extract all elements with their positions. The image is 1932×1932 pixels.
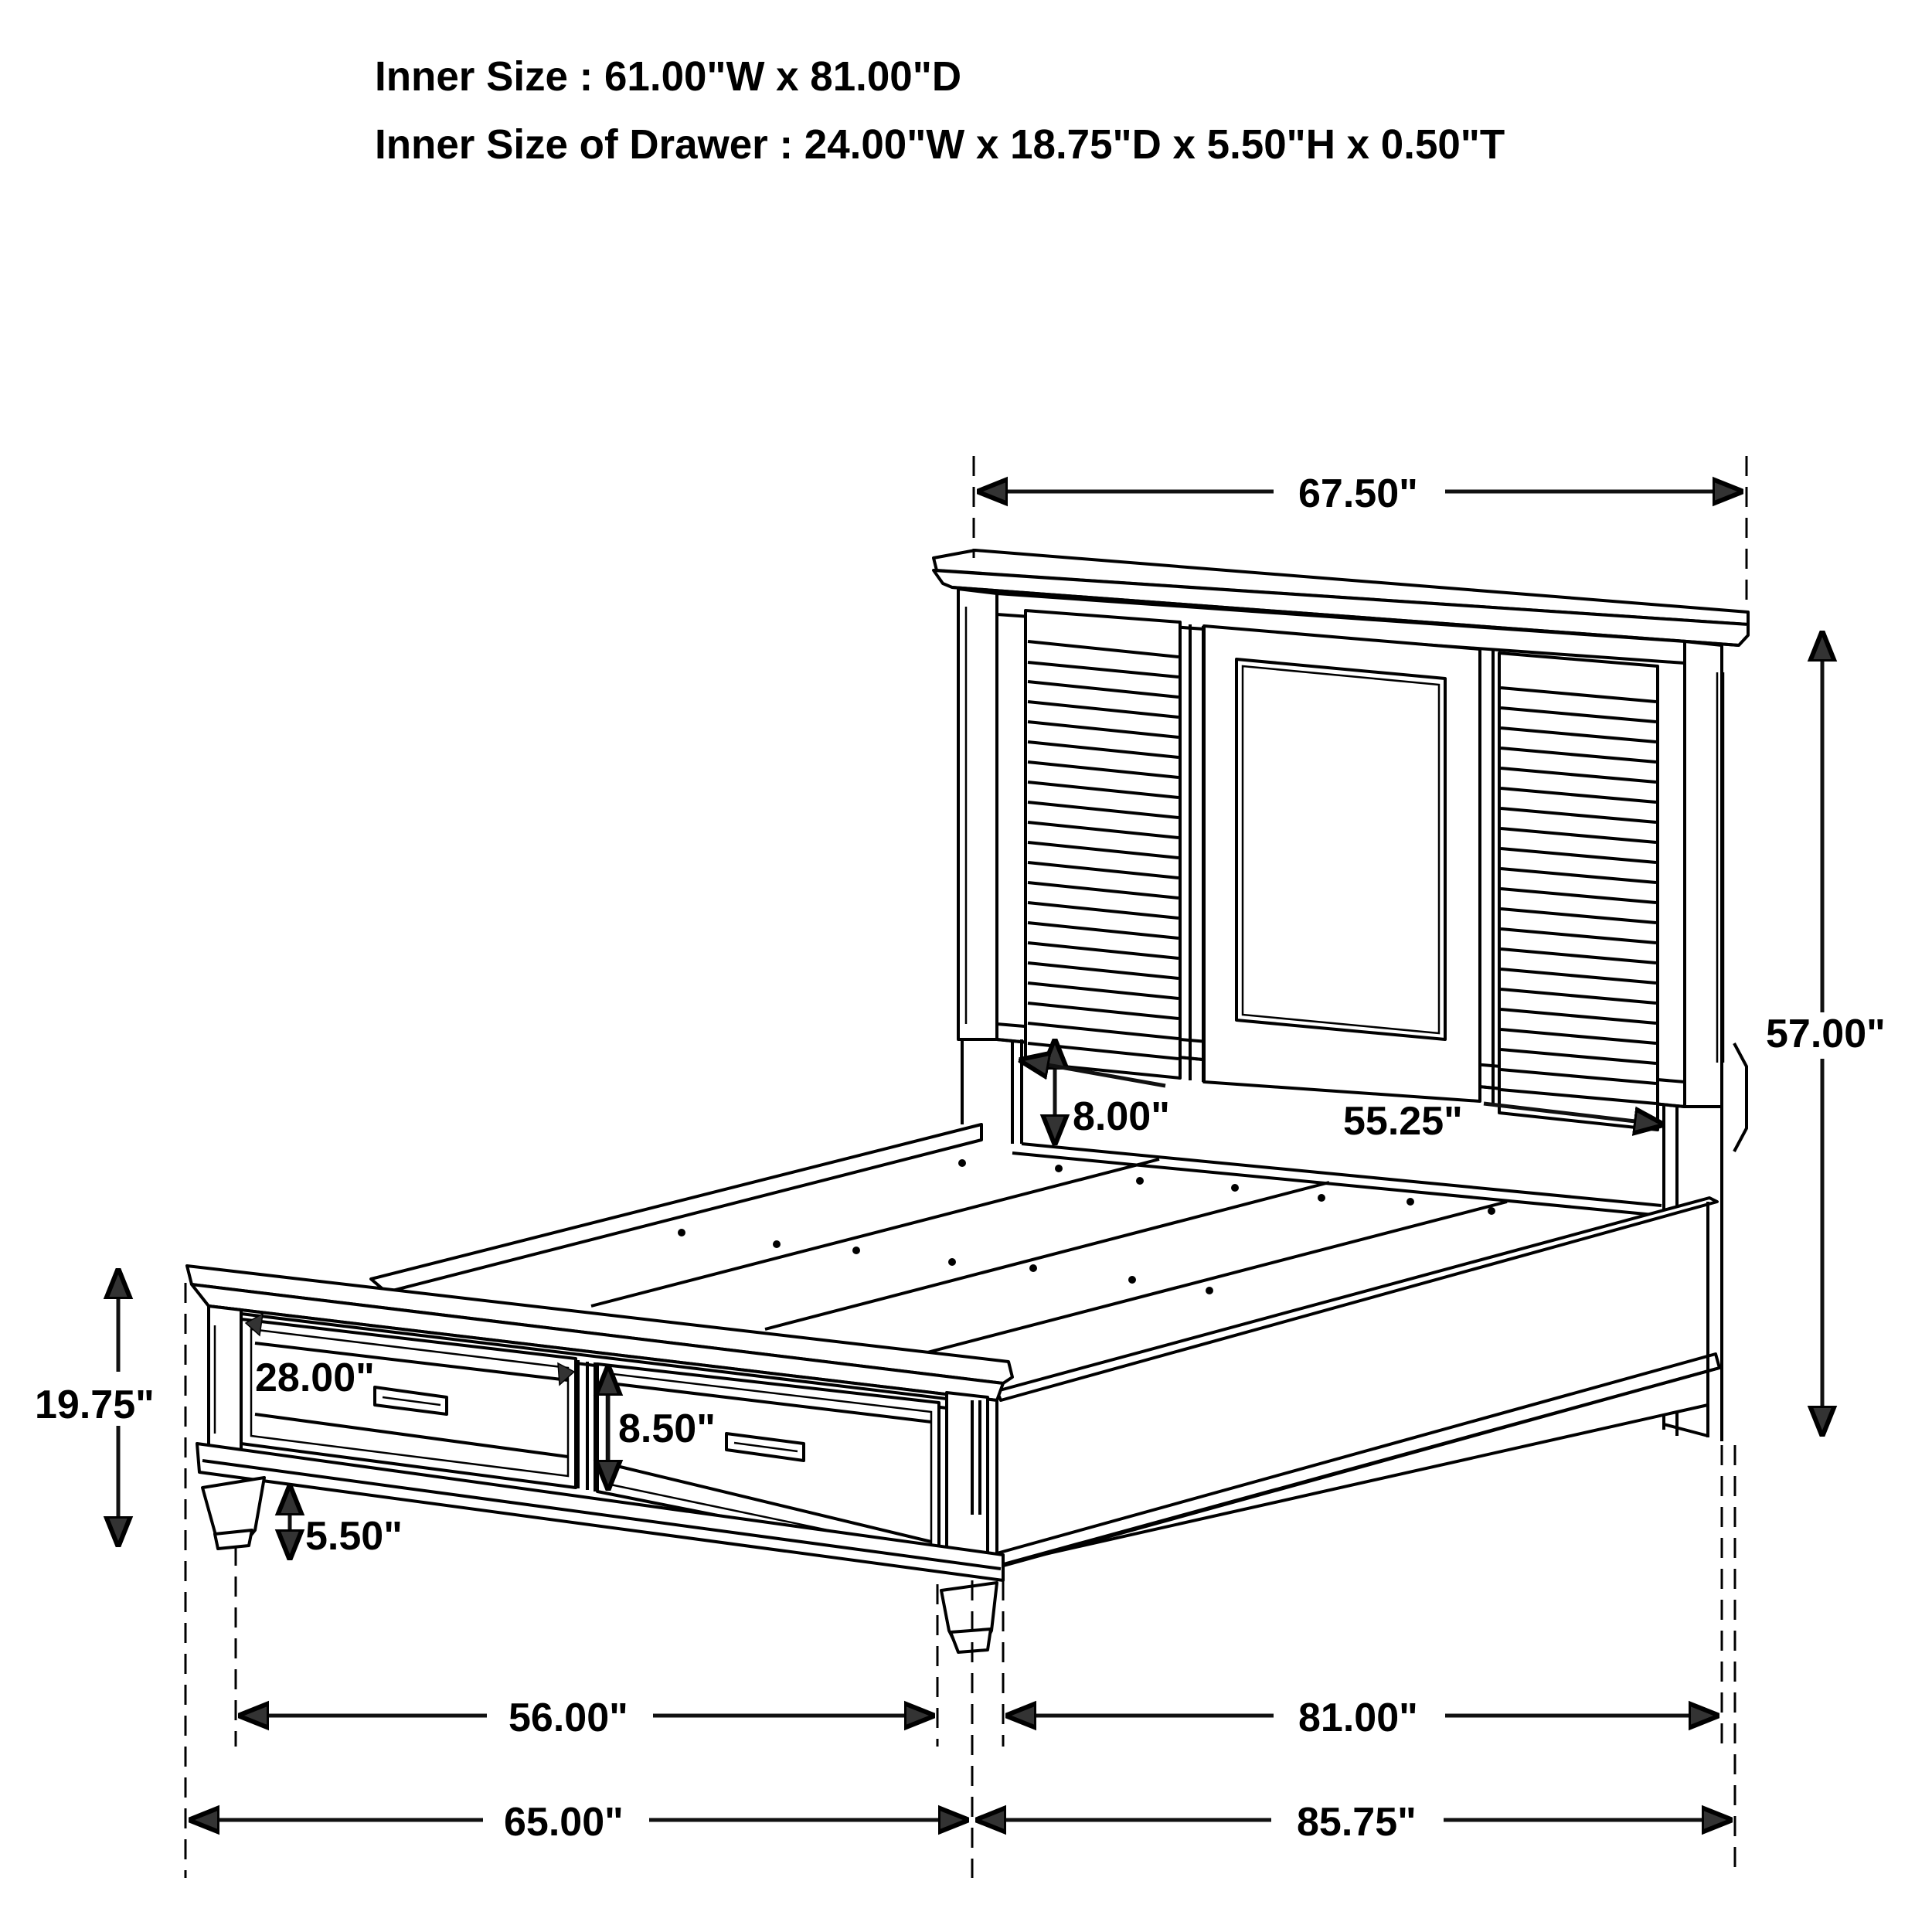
bed-frame — [369, 1123, 1721, 1568]
svg-text:55.25": 55.25" — [1343, 1099, 1463, 1144]
extension-lines — [184, 456, 1748, 1878]
drawer-handle-left — [373, 1386, 448, 1416]
footboard — [185, 1264, 1014, 1654]
dimension-drawer-width: 28.00" — [244, 1312, 576, 1400]
slat-screws — [678, 1159, 1495, 1294]
svg-text:56.00": 56.00" — [509, 1696, 628, 1740]
dimension-overall-length: 85.75" — [978, 1800, 1730, 1845]
dimension-footboard-height: 19.75" — [35, 1271, 155, 1544]
right-louvers — [1500, 686, 1657, 1105]
svg-text:5.50": 5.50" — [305, 1514, 403, 1559]
svg-text:67.50": 67.50" — [1298, 471, 1418, 516]
dimension-footboard-inner-width: 56.00" — [241, 1696, 932, 1740]
left-louvers — [1027, 640, 1179, 1060]
inner-size-spec: Inner Size : 61.00"W x 81.00"D — [375, 53, 962, 100]
dimension-rail-length: 81.00" — [1009, 1696, 1716, 1740]
dimension-leg-height: 5.50" — [290, 1488, 403, 1559]
drawer-handle-right — [725, 1432, 805, 1462]
svg-text:28.00": 28.00" — [255, 1355, 375, 1400]
headboard — [932, 549, 1750, 1441]
svg-text:65.00": 65.00" — [504, 1800, 624, 1845]
svg-text:57.00": 57.00" — [1766, 1012, 1886, 1056]
dimension-drawer-height: 8.50" — [608, 1368, 716, 1488]
dimension-overall-width: 65.00" — [192, 1800, 966, 1845]
svg-text:81.00": 81.00" — [1298, 1696, 1418, 1740]
dimension-headboard-inner-width: 55.25" — [1022, 1060, 1662, 1144]
svg-text:85.75": 85.75" — [1297, 1800, 1417, 1845]
dimension-headboard-width: 67.50" — [980, 471, 1740, 516]
svg-text:8.00": 8.00" — [1073, 1094, 1170, 1139]
inner-drawer-size-spec: Inner Size of Drawer : 24.00"W x 18.75"D… — [375, 121, 1505, 168]
dimension-headboard-clearance: 8.00" — [1055, 1042, 1170, 1142]
dimension-headboard-height: 57.00" — [1766, 634, 1886, 1434]
svg-text:8.50": 8.50" — [618, 1406, 716, 1451]
svg-text:19.75": 19.75" — [35, 1383, 155, 1427]
